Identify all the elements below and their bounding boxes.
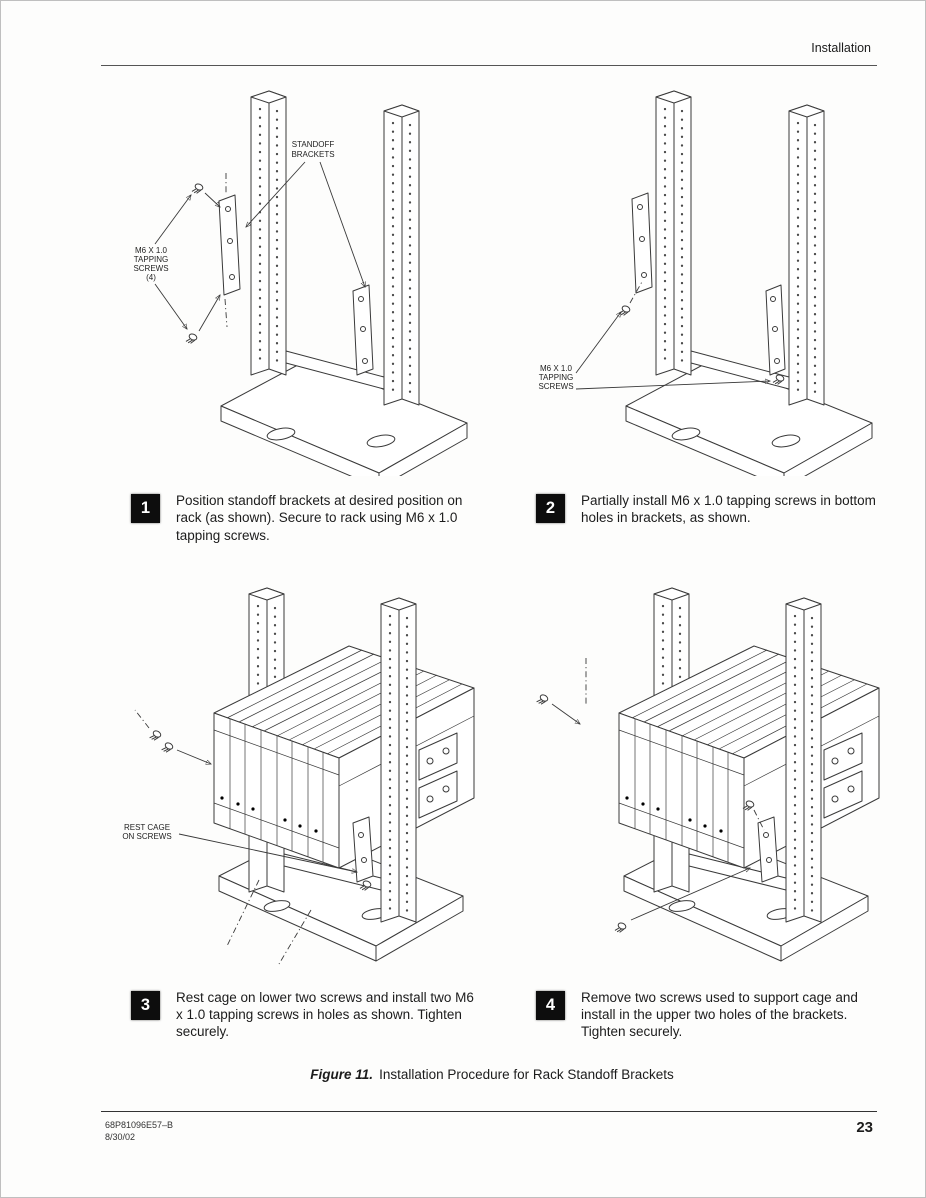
standoff-bracket-left — [218, 194, 240, 296]
label-standoff-brackets-line2: BRACKETS — [291, 150, 334, 159]
page-footer: 68P81096E57–B 8/30/02 23 — [105, 1119, 873, 1143]
tapping-screw-icon — [148, 728, 162, 743]
standoff-bracket-left — [631, 192, 652, 294]
step-3: 3 Rest cage on lower two screws and inst… — [97, 989, 482, 1041]
label-m6-screws-line2: TAPPING — [538, 373, 573, 382]
rack-diagram-step-2: M6 X 1.0 TAPPING SCREWS — [538, 89, 873, 476]
diagram-step-1: STANDOFF BRACKETS M6 X 1.0 TAPPING SCREW… — [97, 81, 482, 476]
figure-caption: Figure 11. Installation Procedure for Rac… — [97, 1067, 887, 1082]
diagram-step-3: REST CAGE ON SCREWS — [97, 558, 482, 973]
label-m6-screws-line2: TAPPING — [133, 255, 168, 264]
footer-doc-number: 68P81096E57–B — [105, 1120, 174, 1130]
step-1-text: Position standoff brackets at desired po… — [176, 493, 463, 543]
label-standoff-brackets-line1: STANDOFF — [291, 140, 334, 149]
rack-diagram-step-3: REST CAGE ON SCREWS — [122, 586, 475, 965]
footer-date: 8/30/02 — [105, 1132, 136, 1143]
tapping-screw-icon — [613, 920, 627, 935]
step-2: 2 Partially install M6 x 1.0 tapping scr… — [502, 492, 887, 544]
tapping-screw-icon — [160, 740, 174, 755]
figure-grid: STANDOFF BRACKETS M6 X 1.0 TAPPING SCREW… — [97, 81, 887, 1041]
label-m6-screws-line3: SCREWS — [538, 382, 573, 391]
standoff-bracket-right — [765, 284, 785, 376]
figure-caption-label: Figure 11. — [310, 1066, 374, 1082]
figure-area: STANDOFF BRACKETS M6 X 1.0 TAPPING SCREW… — [97, 81, 887, 1082]
label-rest-cage-line2: ON SCREWS — [122, 832, 171, 841]
step-4-text: Remove two screws used to support cage a… — [581, 989, 858, 1040]
step-4: 4 Remove two screws used to support cage… — [502, 989, 887, 1041]
header-section-label: Installation — [811, 41, 871, 55]
label-m6-screws-line1: M6 X 1.0 — [134, 246, 167, 255]
label-rest-cage-line1: REST CAGE — [123, 823, 169, 832]
tapping-screw-icon — [617, 304, 631, 318]
step-2-number: 2 — [536, 494, 565, 523]
step-1: 1 Position standoff brackets at desired … — [97, 492, 482, 544]
step-4-number: 4 — [536, 990, 565, 1020]
step-2-text: Partially install M6 x 1.0 tapping screw… — [581, 493, 876, 526]
step-3-text: Rest cage on lower two screws and instal… — [176, 989, 474, 1040]
footer-page-number: 23 — [856, 1119, 873, 1136]
diagram-step-4 — [502, 558, 887, 973]
label-m6-screws-line1: M6 X 1.0 — [539, 364, 572, 373]
tapping-screw-icon — [190, 182, 204, 196]
tapping-screw-icon — [535, 692, 549, 707]
footer-rule — [101, 1111, 877, 1112]
label-m6-screws-line3: SCREWS — [133, 264, 168, 273]
label-m6-screws-line4: (4) — [146, 273, 156, 282]
figure-caption-text: Installation Procedure for Rack Standoff… — [379, 1066, 674, 1082]
step-1-number: 1 — [131, 494, 160, 523]
standoff-bracket-right — [352, 284, 373, 376]
diagram-step-2: M6 X 1.0 TAPPING SCREWS — [502, 81, 887, 476]
header-rule — [101, 65, 877, 66]
rack-diagram-step-1: STANDOFF BRACKETS M6 X 1.0 TAPPING SCREW… — [133, 89, 468, 476]
footer-doc-info: 68P81096E57–B 8/30/02 — [105, 1119, 173, 1143]
step-3-number: 3 — [131, 990, 160, 1020]
rack-diagram-step-4 — [535, 586, 880, 962]
tapping-screw-icon — [184, 332, 198, 346]
